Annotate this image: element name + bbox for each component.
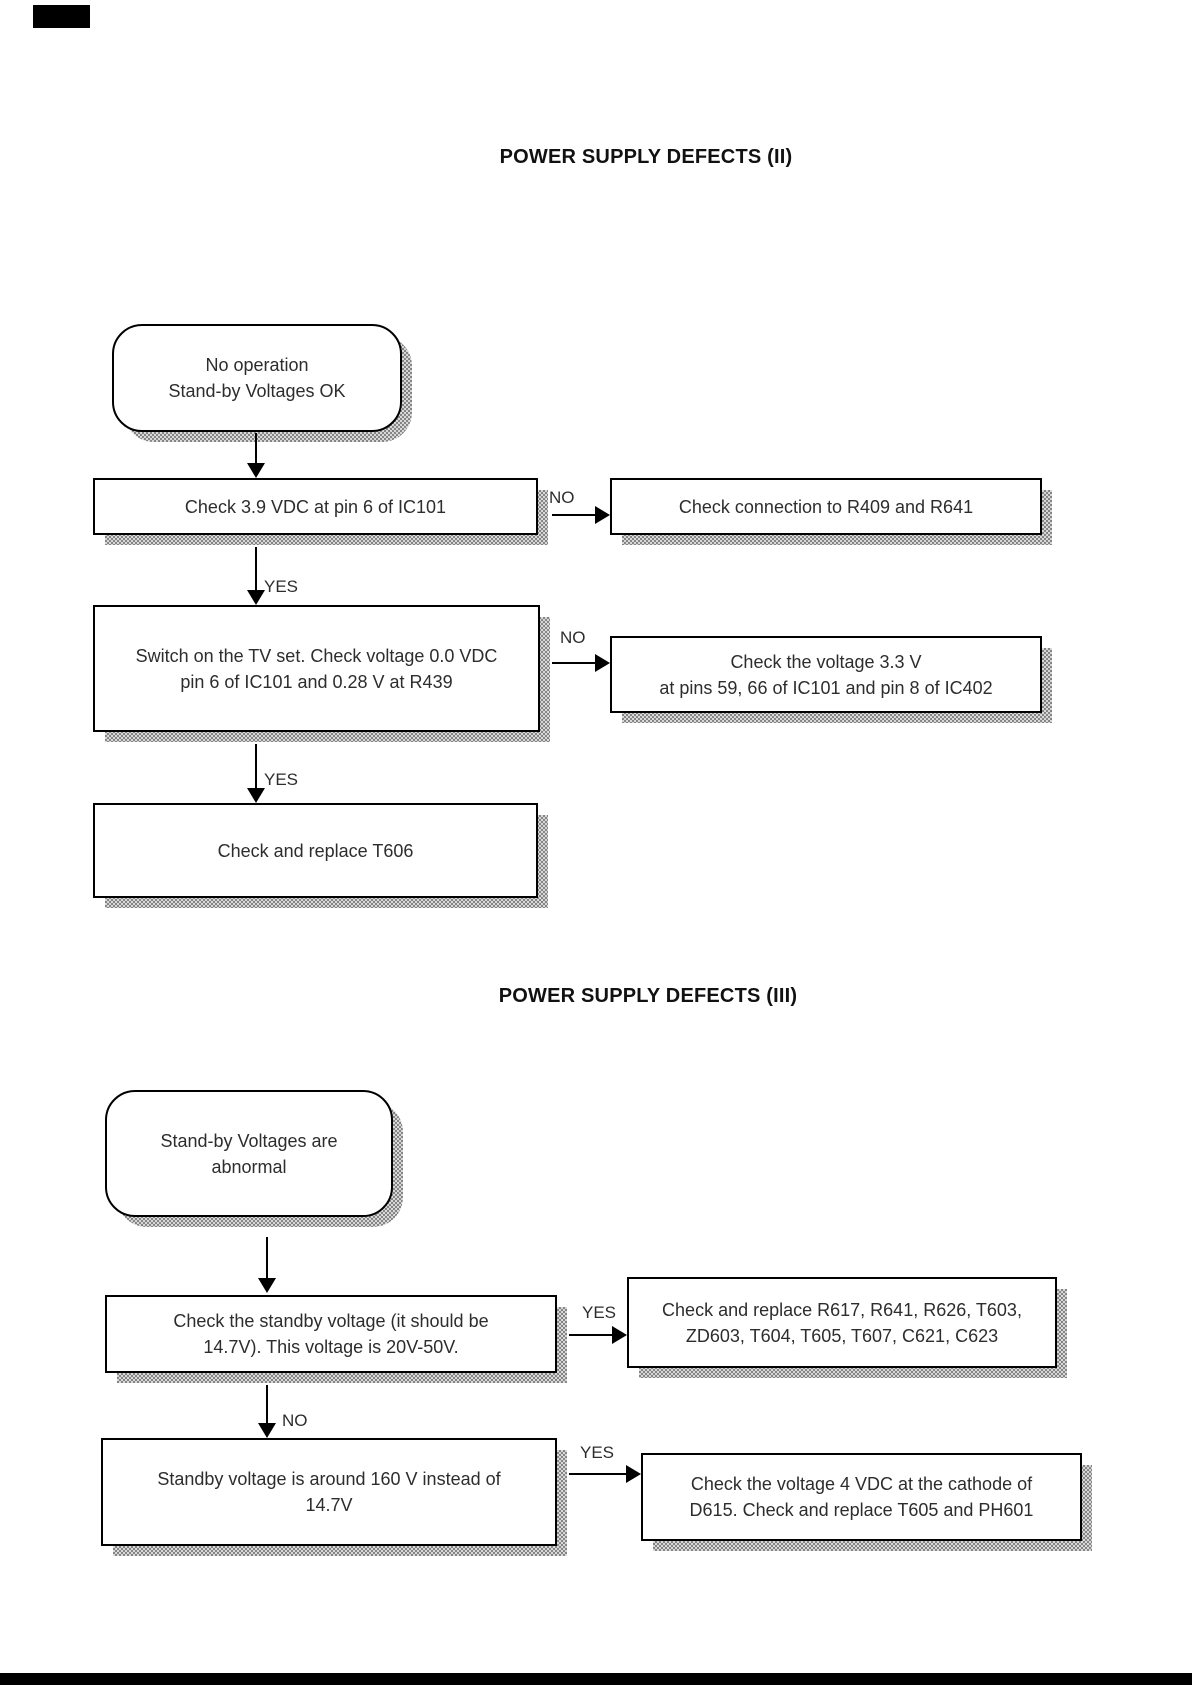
flowchart2-title: POWER SUPPLY DEFECTS (II) xyxy=(499,146,793,168)
node-text: Check the standby voltage (it should be xyxy=(173,1311,489,1331)
node-text: Check the voltage 3.3 V xyxy=(730,651,922,672)
arrow-start3-to-check-standby xyxy=(258,1237,276,1293)
flow-node-start-2: No operation Stand-by Voltages OK xyxy=(112,324,412,442)
arrow-no-to-check-voltage33 xyxy=(552,654,610,672)
flow-node-replace-components: Check and replace R617, R641, R626, T603… xyxy=(627,1277,1067,1378)
node-text: abnormal xyxy=(211,1156,287,1177)
flow-node-replace-t606: Check and replace T606 xyxy=(93,803,548,908)
flow-node-check-39vdc: Check 3.9 VDC at pin 6 of IC101 xyxy=(93,478,548,545)
arrow-yes-to-replace-t606 xyxy=(247,744,265,803)
node-text: Check the voltage 4 VDC at the cathode o… xyxy=(690,1474,1033,1494)
branch-label-no-1: NO xyxy=(549,488,575,507)
branch-label-yes-1: YES xyxy=(264,577,299,596)
flow-node-check-connection: Check connection to R409 and R641 xyxy=(610,478,1052,545)
branch-label-no-a: NO xyxy=(282,1411,308,1430)
arrow-yes-to-switch-on xyxy=(247,547,265,605)
flow-node-standby-160v: Standby voltage is around 160 V instead … xyxy=(101,1438,567,1556)
arrow-no-to-standby-160 xyxy=(258,1385,276,1438)
flow-node-check-4vdc-cathode: Check the voltage 4 VDC at the cathode o… xyxy=(641,1453,1092,1551)
flow-node-switch-on-tv: Switch on the TV set. Check voltage 0.0 … xyxy=(93,605,550,742)
node-text: Stand-by Voltages OK xyxy=(168,381,346,401)
node-text: Check 3.9 VDC at pin 6 of IC101 xyxy=(184,496,447,517)
flowchart3-title: POWER SUPPLY DEFECTS (III) xyxy=(498,985,798,1007)
node-text: Stand-by Voltages are xyxy=(160,1130,338,1151)
branch-label-no-2: NO xyxy=(560,628,586,647)
node-text: Switch on the TV set. Check voltage 0.0 … xyxy=(135,645,498,666)
node-text: 14.7V). This voltage is 20V-50V. xyxy=(203,1337,459,1357)
node-text: pin 6 of IC101 and 0.28 V at R439 xyxy=(180,671,453,692)
branch-label-yes-b: YES xyxy=(580,1443,615,1462)
node-text: at pins 59, 66 of IC101 and pin 8 of IC4… xyxy=(659,677,993,698)
node-text: Check and replace T606 xyxy=(217,840,414,861)
node-text: No operation xyxy=(205,355,309,375)
flow-node-check-voltage-33: Check the voltage 3.3 V at pins 59, 66 o… xyxy=(610,636,1052,723)
branch-label-yes-2: YES xyxy=(264,770,299,789)
arrow-start-to-check39 xyxy=(247,433,265,478)
flow-node-start-3: Stand-by Voltages are abnormal xyxy=(105,1090,403,1227)
arrow-no-to-check-connection xyxy=(552,506,610,524)
node-text: ZD603, T604, T605, T607, C621, C623 xyxy=(685,1325,999,1346)
node-text: Check connection to R409 and R641 xyxy=(678,496,974,517)
scan-mark-top-left xyxy=(33,5,90,28)
branch-label-yes-a: YES xyxy=(582,1303,617,1322)
scan-bar-bottom xyxy=(0,1673,1192,1685)
node-text: D615. Check and replace T605 and PH601 xyxy=(689,1500,1034,1520)
flow-node-check-standby-voltage: Check the standby voltage (it should be … xyxy=(105,1295,567,1383)
arrow-yes-to-check-4vdc xyxy=(569,1465,641,1483)
node-text: Standby voltage is around 160 V instead … xyxy=(157,1469,501,1489)
arrow-yes-to-replace-components xyxy=(569,1326,627,1344)
node-text: 14.7V xyxy=(305,1495,353,1515)
node-text: Check and replace R617, R641, R626, T603… xyxy=(662,1299,1022,1320)
